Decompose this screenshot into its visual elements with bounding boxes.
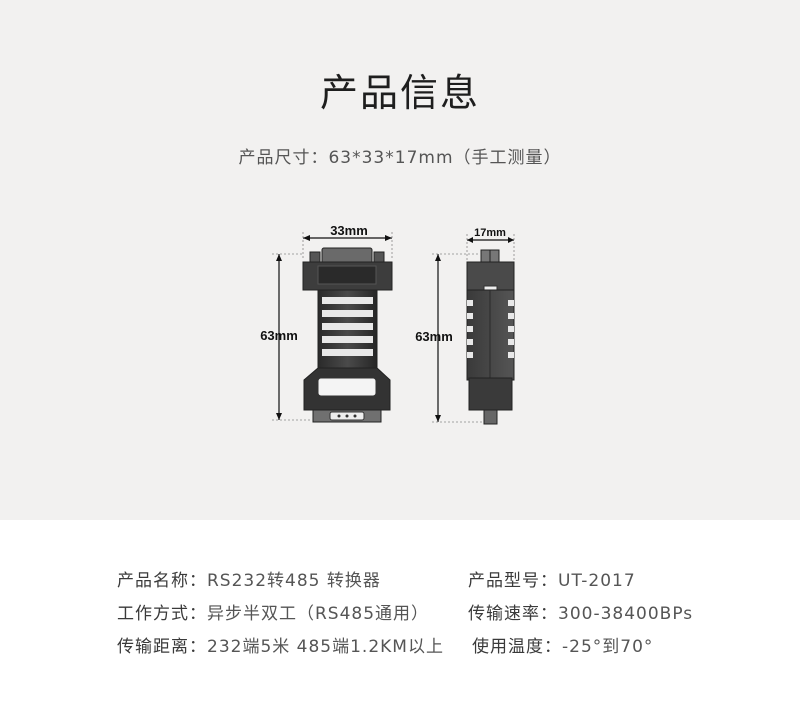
spec-value: -25°到70°: [562, 637, 654, 657]
spec-product-name: 产品名称：RS232转485 转换器: [117, 566, 381, 591]
spec-label: 使用温度：: [472, 637, 562, 657]
spec-section: 产品名称：RS232转485 转换器 产品型号：UT-2017 工作方式：异步半…: [0, 520, 800, 716]
spec-baud-rate: 传输速率：300-38400BPs: [468, 599, 693, 624]
product-size-line: 产品尺寸：63*33*17mm（手工测量）: [238, 148, 562, 168]
spec-value: 异步半双工（RS485通用）: [207, 604, 430, 624]
side-width-label: 17mm: [474, 227, 506, 239]
spec-label: 传输距离：: [117, 637, 207, 657]
spec-distance: 传输距离：232端5米 485端1.2KM以上: [117, 632, 444, 657]
spec-temperature: 使用温度：-25°到70°: [472, 632, 653, 657]
dimension-diagram: 33mm 63mm: [0, 200, 800, 460]
page-title: 产品信息: [319, 71, 480, 115]
spec-label: 产品型号：: [468, 571, 558, 591]
front-height-label: 63mm: [260, 328, 298, 343]
top-panel: [0, 0, 800, 520]
spec-label: 产品名称：: [117, 571, 207, 591]
spec-label: 工作方式：: [117, 604, 207, 624]
dimension-drawing: 33mm 63mm: [260, 223, 515, 425]
side-height-label: 63mm: [415, 329, 453, 344]
side-view: 17mm 63mm: [415, 227, 515, 425]
spec-value: 232端5米 485端1.2KM以上: [207, 637, 444, 657]
spec-value: 300-38400BPs: [558, 604, 694, 624]
spec-value: RS232转485 转换器: [207, 571, 381, 591]
front-width-label: 33mm: [330, 223, 368, 238]
spec-value: UT-2017: [558, 571, 636, 591]
front-view: 33mm 63mm: [260, 223, 393, 423]
spec-model: 产品型号：UT-2017: [468, 566, 636, 591]
spec-label: 传输速率：: [468, 604, 558, 624]
spec-work-mode: 工作方式：异步半双工（RS485通用）: [117, 599, 429, 624]
